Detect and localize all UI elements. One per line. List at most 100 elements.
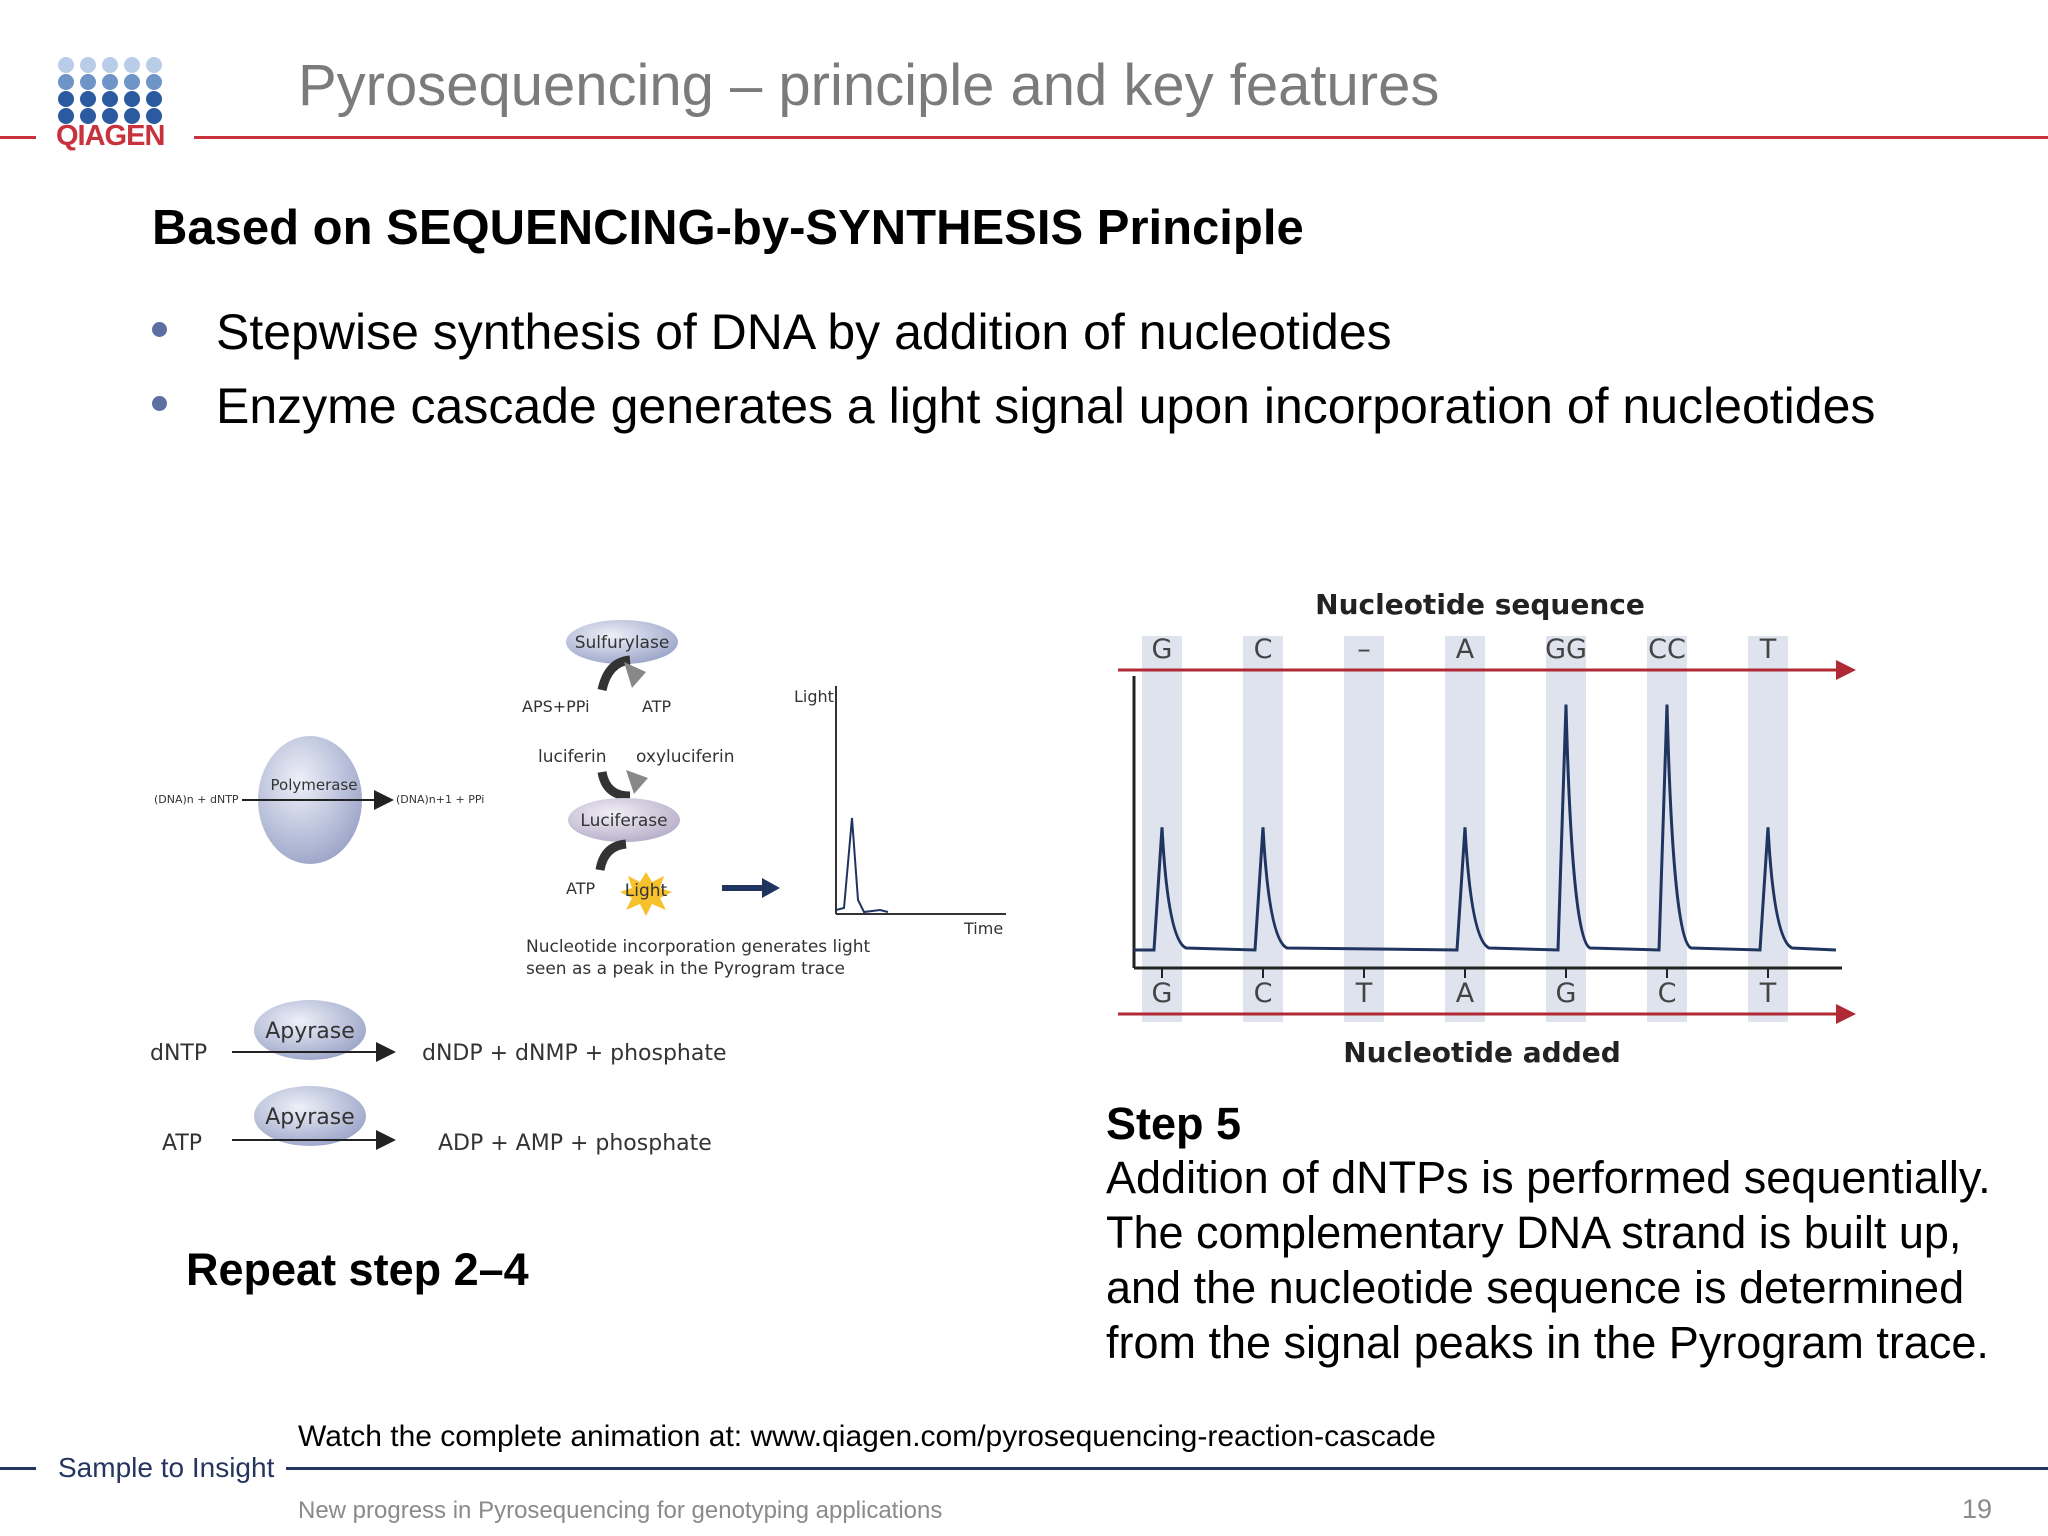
sequence-label: GG <box>1545 634 1587 665</box>
sulfurylase-left-text: APS+PPi <box>522 697 590 716</box>
logo-dot <box>102 108 118 124</box>
qiagen-logo-text: QIAGEN <box>56 120 165 152</box>
top-arrow-head <box>1836 660 1856 680</box>
dispensed-label: G <box>1556 978 1577 1009</box>
bullet-text: Stepwise synthesis of DNA by addition of… <box>216 304 1392 360</box>
sulfurylase-enzyme <box>566 620 678 664</box>
pyrogram-arrow-head <box>762 878 780 898</box>
logo-dot <box>124 91 140 107</box>
oxyluciferin-text: oxyluciferin <box>636 747 735 767</box>
repeat-steps-label: Repeat step 2–4 <box>186 1244 529 1295</box>
apyrase-enzyme <box>254 1000 366 1060</box>
step-description-line: and the nucleotide sequence is determine… <box>1106 1262 1965 1313</box>
logo-dot <box>102 74 118 90</box>
luciferase-atp-text: ATP <box>566 879 595 898</box>
dispensation-band <box>1647 636 1687 1022</box>
logo-dot <box>80 108 96 124</box>
luciferase-enzyme <box>568 798 680 842</box>
apyrase-right-text: ADP + AMP + phosphate <box>438 1131 712 1156</box>
sequence-label: A <box>1456 634 1475 665</box>
polymerase-right-text: (DNA)n+1 + PPi <box>396 793 484 806</box>
cascade-caption-line2: seen as a peak in the Pyrogram trace <box>526 959 845 979</box>
bullet-dot <box>152 322 167 337</box>
sulfurylase-curve-head <box>624 662 646 688</box>
header-rule-left <box>0 136 36 139</box>
slide-title: Pyrosequencing – principle and key featu… <box>298 53 1440 118</box>
apyrase-left-text: dNTP <box>150 1041 207 1066</box>
apyrase-left-text: ATP <box>162 1131 202 1156</box>
dispensed-label: T <box>1355 978 1373 1009</box>
bullet-text: Enzyme cascade generates a light signal … <box>216 378 1876 434</box>
step-description-line: Addition of dNTPs is performed sequentia… <box>1106 1152 1991 1203</box>
pyrogram-trace <box>1134 704 1837 952</box>
step-title: Step 5 <box>1106 1098 1242 1149</box>
animation-link-text: Watch the complete animation at: www.qia… <box>298 1420 1436 1453</box>
bullet-item: Enzyme cascade generates a light signal … <box>140 376 1875 450</box>
step-description-line: The complementary DNA strand is built up… <box>1106 1207 1962 1258</box>
mini-plot-peak <box>835 817 889 914</box>
sequence-label: – <box>1357 634 1371 665</box>
light-burst-icon <box>620 872 672 916</box>
logo-dot <box>80 57 96 73</box>
enzyme-cascade-diagram: Polymerase (DNA)n + dNTP (DNA)n+1 + PPi … <box>150 620 1006 1156</box>
sequence-label: CC <box>1648 634 1686 665</box>
sequence-label: C <box>1254 634 1273 665</box>
logo-dot <box>102 91 118 107</box>
pyrogram-chart: Nucleotide sequence G C – A GG CC T G C T A G C T Nu… <box>1118 588 1856 1069</box>
apyrase-label: Apyrase <box>265 1019 355 1044</box>
logo-dot <box>146 91 162 107</box>
logo-dot <box>146 108 162 124</box>
logo-dot <box>80 74 96 90</box>
logo-dot <box>80 91 96 107</box>
polymerase-label: Polymerase <box>271 776 358 794</box>
luciferase-label: Luciferase <box>580 811 667 831</box>
apyrase-enzyme <box>254 1086 366 1146</box>
chart-title: Nucleotide sequence <box>1315 588 1645 621</box>
tagline: Sample to Insight <box>58 1452 275 1483</box>
cascade-caption-line1: Nucleotide incorporation generates light <box>526 937 871 957</box>
apyrase-label: Apyrase <box>265 1105 355 1130</box>
luciferin-text: luciferin <box>538 747 607 767</box>
step-description-line: from the signal peaks in the Pyrogram tr… <box>1106 1317 1989 1368</box>
luciferin-curve-head <box>626 770 648 794</box>
bullet-item: Stepwise synthesis of DNA by addition of… <box>140 302 1875 376</box>
dispensed-label: G <box>1152 978 1173 1009</box>
chart-xlabel: Nucleotide added <box>1343 1036 1621 1069</box>
dispensed-label: T <box>1759 978 1777 1009</box>
luciferin-curve-arrow <box>597 771 631 801</box>
luciferase-curve-arrow <box>595 839 627 871</box>
logo-dot <box>146 57 162 73</box>
sulfurylase-curve-arrow <box>597 655 631 692</box>
qiagen-logo-dots <box>58 57 162 124</box>
sequence-label: T <box>1759 634 1777 665</box>
sulfurylase-label: Sulfurylase <box>575 633 670 653</box>
logo-dot <box>58 57 74 73</box>
logo-dot <box>124 108 140 124</box>
sulfurylase-right-text: ATP <box>642 697 671 716</box>
footer-rule-left <box>0 1467 36 1470</box>
dispensed-label: C <box>1658 978 1677 1009</box>
mini-plot-ylabel: Light <box>794 687 834 706</box>
bottom-arrow-head <box>1836 1004 1856 1024</box>
logo-dot <box>146 74 162 90</box>
footer-text: New progress in Pyrosequencing for genot… <box>298 1497 943 1524</box>
apyrase-right-text: dNDP + dNMP + phosphate <box>422 1041 727 1066</box>
dispensed-label: C <box>1254 978 1273 1009</box>
header-rule <box>194 136 2048 139</box>
bullet-dot <box>152 396 167 411</box>
logo-dot <box>124 74 140 90</box>
page-number: 19 <box>1962 1494 1993 1524</box>
logo-dot <box>58 108 74 124</box>
qiagen-logo: QIAGEN <box>56 56 176 156</box>
logo-dot <box>58 74 74 90</box>
logo-dot <box>102 57 118 73</box>
polymerase-left-text: (DNA)n + dNTP <box>154 793 239 806</box>
logo-dot <box>58 91 74 107</box>
dispensed-label: A <box>1456 978 1475 1009</box>
dispensation-band <box>1344 636 1384 1022</box>
bullet-list: Stepwise synthesis of DNA by addition of… <box>140 302 1875 450</box>
sequence-label: G <box>1152 634 1173 665</box>
footer-rule <box>286 1467 2048 1470</box>
subheading: Based on SEQUENCING-by-SYNTHESIS Princip… <box>152 201 1304 255</box>
mini-plot-xlabel: Time <box>963 919 1003 938</box>
